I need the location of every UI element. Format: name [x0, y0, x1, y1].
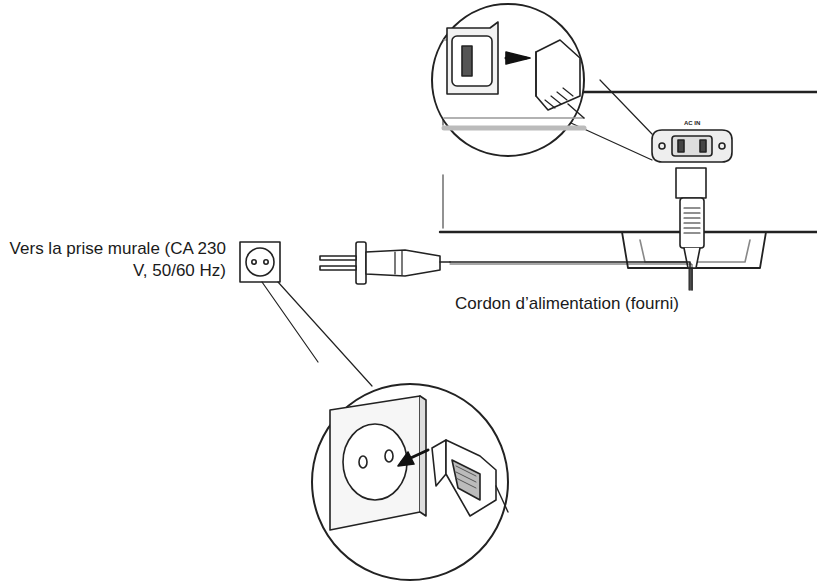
socket-label: Vers la prise murale (CA 230 V, 50/60 Hz… — [4, 238, 226, 282]
power-cord — [450, 264, 692, 290]
zoom-leader — [278, 282, 372, 386]
mains-plug — [320, 242, 450, 284]
iec-connector — [676, 168, 706, 290]
device-housing — [440, 92, 817, 268]
power-cord — [450, 262, 690, 290]
zoom-leader — [560, 118, 652, 160]
inlet-zoom-circle — [432, 4, 584, 156]
ac-inlet — [652, 130, 732, 162]
inlet-marking: AC IN — [684, 120, 700, 126]
zoom-leader — [600, 80, 652, 134]
socket-zoom-circle — [312, 384, 508, 580]
zoom-leader — [262, 282, 318, 362]
wall-socket — [240, 242, 280, 282]
cord-label: Cordon d’alimentation (fourni) — [455, 294, 679, 314]
